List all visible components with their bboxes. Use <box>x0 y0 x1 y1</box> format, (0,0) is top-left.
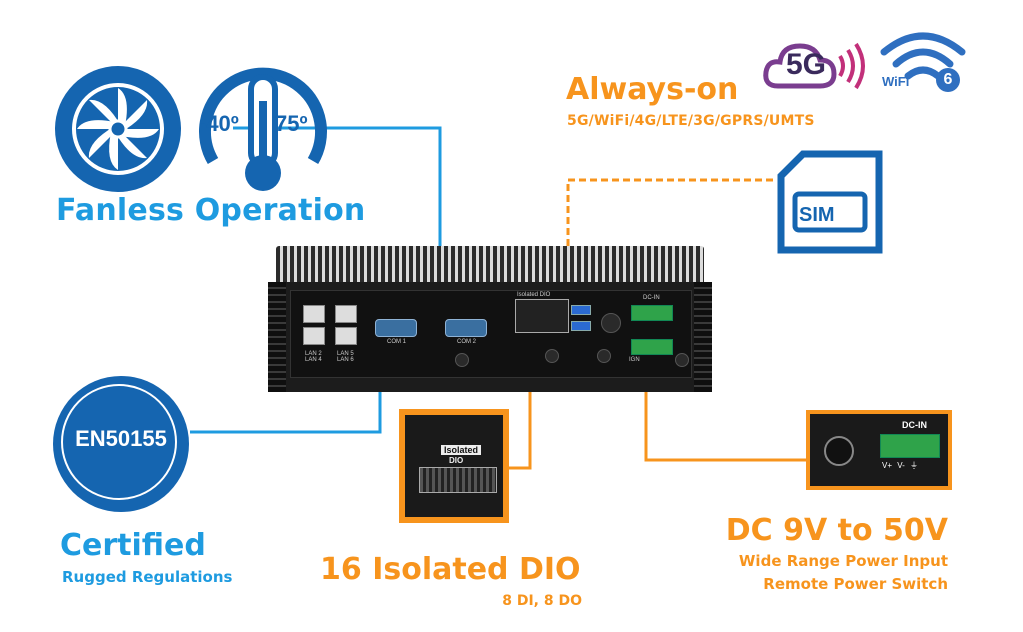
com2-label: COM 2 <box>457 339 477 345</box>
always-on-title: Always-on <box>566 72 739 107</box>
dc-zoom-pins: V+ V- ⏚ <box>882 461 919 470</box>
dc-title: DC 9V to 50V <box>725 513 948 548</box>
right-side-fins <box>694 282 712 392</box>
5g-icon: 5G <box>760 36 870 96</box>
sim-card-icon: SIM <box>773 150 883 254</box>
lan-2-4-label: LAN 2 LAN 4 <box>305 351 322 363</box>
dio-zoom-box: Isolated DIO <box>399 409 509 523</box>
usb-port <box>571 321 591 331</box>
left-side-fins <box>268 282 286 392</box>
com1-label: COM 1 <box>387 339 407 345</box>
dio-zoom-sub: DIO <box>449 456 464 465</box>
dc-round-connector <box>824 436 854 466</box>
io-panel: LAN 2 LAN 4 LAN 5 LAN 6 COM 1 COM 2 Isol… <box>290 290 692 378</box>
fanless-callout-line <box>233 126 442 274</box>
temperature-low-label: -40º <box>199 111 239 136</box>
dc-subtitle-power-switch: Remote Power Switch <box>763 575 948 593</box>
com2-port <box>445 319 487 337</box>
fanless-title: Fanless Operation <box>56 193 366 228</box>
lan-port <box>335 305 357 323</box>
dc-in-terminal <box>631 305 673 321</box>
antenna-mount <box>455 353 469 367</box>
en50155-badge-text: EN50155 <box>75 426 167 451</box>
lan-5-6-label: LAN 5 LAN 6 <box>337 351 354 363</box>
dio-title: 16 Isolated DIO <box>320 552 581 587</box>
dio-subtitle: 8 DI, 8 DO <box>502 593 582 609</box>
ign-terminal <box>631 339 673 355</box>
dc-subtitle-power-input: Wide Range Power Input <box>738 552 948 570</box>
certified-subtitle: Rugged Regulations <box>62 568 233 586</box>
dc-in-zoom-box: DC-IN V+ V- ⏚ <box>806 410 952 490</box>
5g-label: 5G <box>786 48 827 81</box>
wifi-label: WiFi <box>882 74 910 89</box>
fan-icon <box>55 66 181 192</box>
usb-port <box>571 305 591 315</box>
dio-port-label: Isolated DIO <box>517 292 551 298</box>
dio-zoom-photo: Isolated DIO <box>405 415 503 517</box>
dc-zoom-terminal <box>880 434 940 458</box>
heatsink-fins <box>276 246 704 284</box>
lan-port <box>303 305 325 323</box>
dio-connector <box>515 299 569 333</box>
antenna-mount <box>675 353 689 367</box>
com1-port <box>375 319 417 337</box>
power-connector <box>601 313 621 333</box>
antenna-mount <box>597 349 611 363</box>
sim-label: SIM <box>799 204 835 226</box>
antenna-mount <box>545 349 559 363</box>
en50155-badge-icon: EN50155 <box>53 376 189 512</box>
wifi6-icon: WiFi 6 <box>878 26 968 102</box>
dc-zoom-label: DC-IN <box>902 420 927 430</box>
lan-port <box>303 327 325 345</box>
embedded-computer-device: LAN 2 LAN 4 LAN 5 LAN 6 COM 1 COM 2 Isol… <box>268 246 712 392</box>
wifi-version-badge: 6 <box>936 68 960 92</box>
dio-zoom-label: Isolated <box>441 445 482 455</box>
ign-port-label: IGN <box>629 357 640 363</box>
thermometer-icon: -40º 75º <box>193 61 333 201</box>
badge-ring <box>61 384 177 500</box>
lan-port <box>335 327 357 345</box>
dio-pin-block <box>419 467 497 493</box>
certified-title: Certified <box>60 528 206 563</box>
dc-in-port-label: DC-IN <box>643 295 660 301</box>
temperature-high-label: 75º <box>275 111 308 136</box>
always-on-subtitle: 5G/WiFi/4G/LTE/3G/GPRS/UMTS <box>567 113 815 129</box>
